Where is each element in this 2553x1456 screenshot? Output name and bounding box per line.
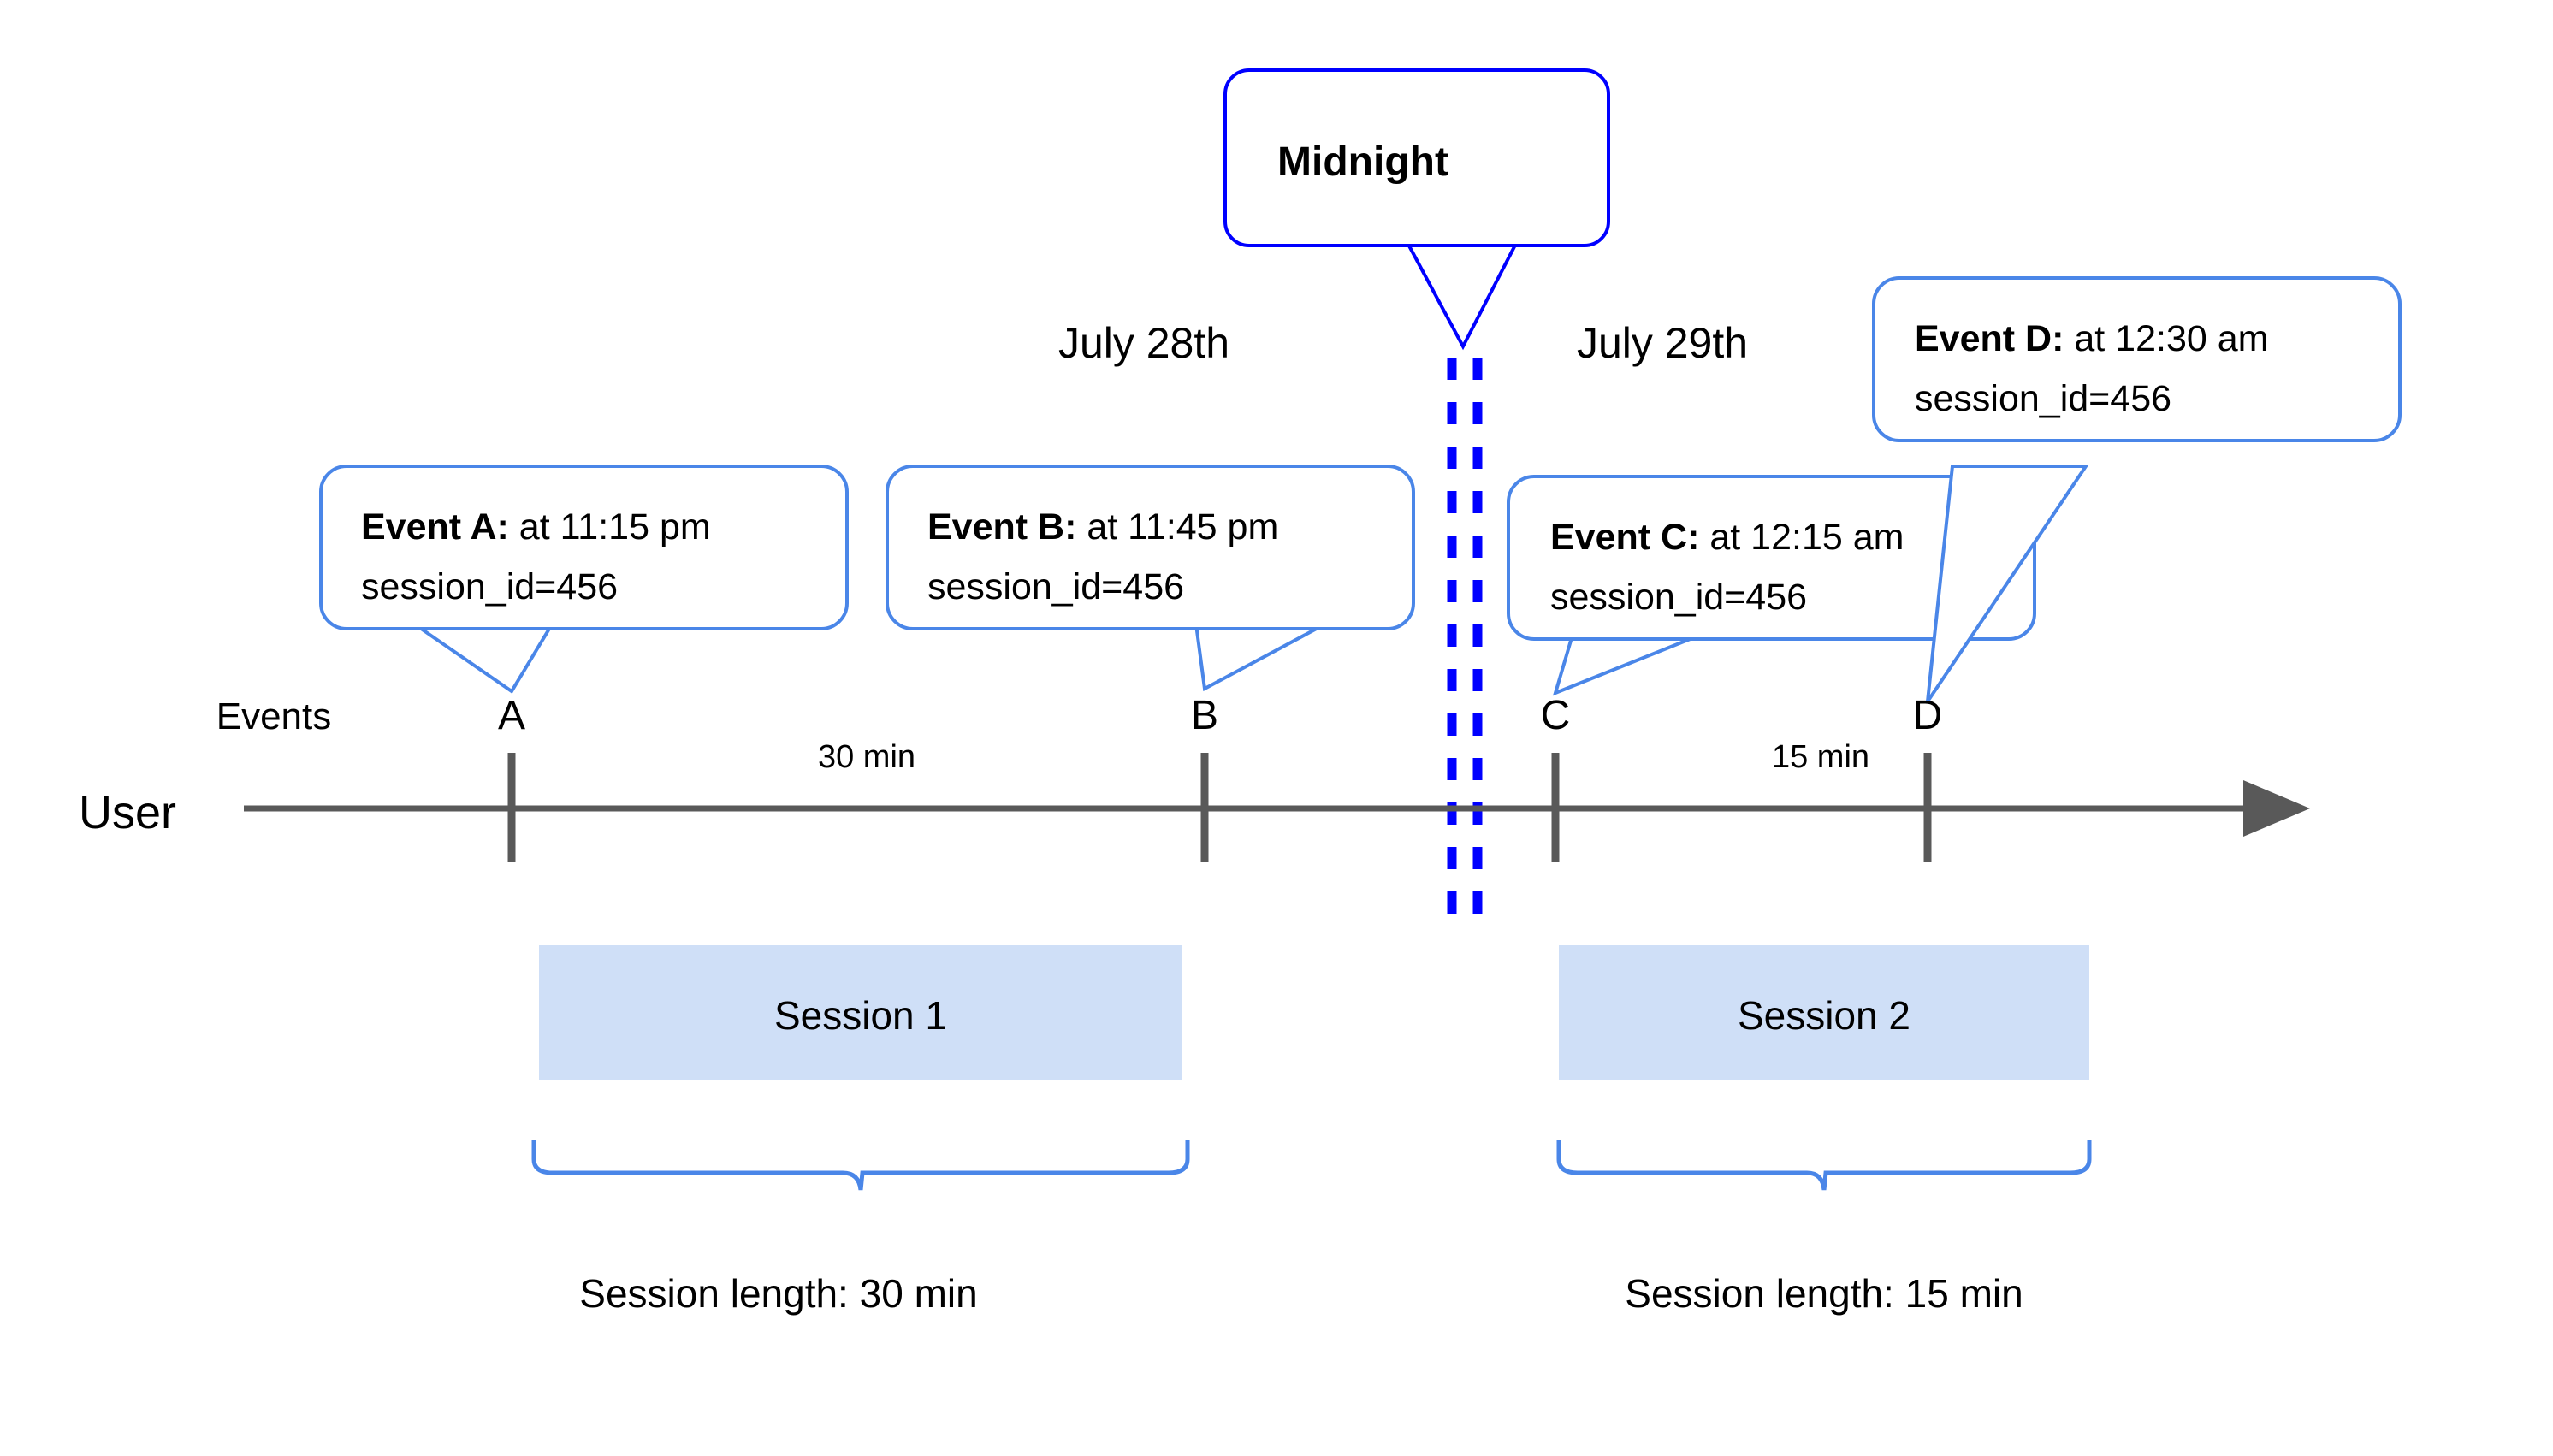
session-2-length-label: Session length: 15 min <box>1625 1271 2023 1316</box>
event-d-session-id: session_id=456 <box>1915 378 2171 419</box>
event-b-session-id: session_id=456 <box>927 566 1184 607</box>
event-marker-label-c: C <box>1541 693 1571 738</box>
event-b-callout-box <box>886 465 1415 630</box>
event-c-lead: Event C: <box>1550 517 1699 558</box>
event-marker-label-d: D <box>1913 693 1943 738</box>
date-label-july-29: July 29th <box>1577 319 1748 367</box>
event-b-callout: Event B: at 11:45 pm session_id=456 <box>886 465 1415 692</box>
event-c-detail: at 12:15 am <box>1699 517 1904 558</box>
event-c-callout: Event C: at 12:15 am session_id=456 <box>1507 475 2036 696</box>
midnight-label: Midnight <box>1277 139 1448 185</box>
event-d-callout-line1: Event D: at 12:30 am <box>1915 318 2268 359</box>
event-a-callout-line1: Event A: at 11:15 pm <box>361 506 711 547</box>
event-b-callout-line1: Event B: at 11:45 pm <box>927 506 1278 547</box>
event-marker-label-a: A <box>498 693 525 738</box>
midnight-divider <box>1447 358 1483 926</box>
event-c-callout-box <box>1507 475 2036 641</box>
event-b-detail: at 11:45 pm <box>1076 506 1278 547</box>
duration-label-15-min: 15 min <box>1772 739 1869 775</box>
session-2-label: Session 2 <box>1738 993 1910 1038</box>
midnight-callout-box <box>1223 68 1610 247</box>
date-label-july-28: July 28th <box>1058 319 1229 367</box>
timeline-axis <box>244 753 2310 862</box>
midnight-callout: Midnight <box>1223 68 1610 351</box>
timeline-arrow-icon <box>2243 780 2310 837</box>
event-a-detail: at 11:15 pm <box>509 506 711 547</box>
session-1-group: Session 1 Session length: 30 min <box>531 945 1190 1316</box>
event-d-detail: at 12:30 am <box>2064 318 2268 359</box>
event-marker-label-b: B <box>1191 693 1218 738</box>
session-1-brace <box>531 1140 1190 1191</box>
session-2-brace <box>1556 1140 2092 1191</box>
session-2-block <box>1559 945 2089 1080</box>
event-d-callout-tail <box>1926 465 2089 703</box>
session-1-label: Session 1 <box>774 993 947 1038</box>
session-1-length-label: Session length: 30 min <box>579 1271 977 1316</box>
lane-label-user: User <box>79 787 176 838</box>
event-d-lead: Event D: <box>1915 318 2064 359</box>
event-c-callout-line1: Event C: at 12:15 am <box>1550 517 1904 558</box>
event-a-session-id: session_id=456 <box>361 566 618 607</box>
event-d-callout-box <box>1872 276 2402 442</box>
session-1-block <box>539 945 1182 1080</box>
event-b-lead: Event B: <box>927 506 1076 547</box>
event-a-lead: Event A: <box>361 506 509 547</box>
event-d-callout: Event D: at 12:30 am session_id=456 <box>1872 276 2402 703</box>
session-2-group: Session 2 Session length: 15 min <box>1556 945 2092 1316</box>
lane-label-events: Events <box>216 695 332 737</box>
event-c-session-id: session_id=456 <box>1550 577 1807 618</box>
duration-label-30-min: 30 min <box>818 739 915 775</box>
event-a-callout-box <box>319 465 849 630</box>
event-a-callout: Event A: at 11:15 pm session_id=456 <box>319 465 849 694</box>
